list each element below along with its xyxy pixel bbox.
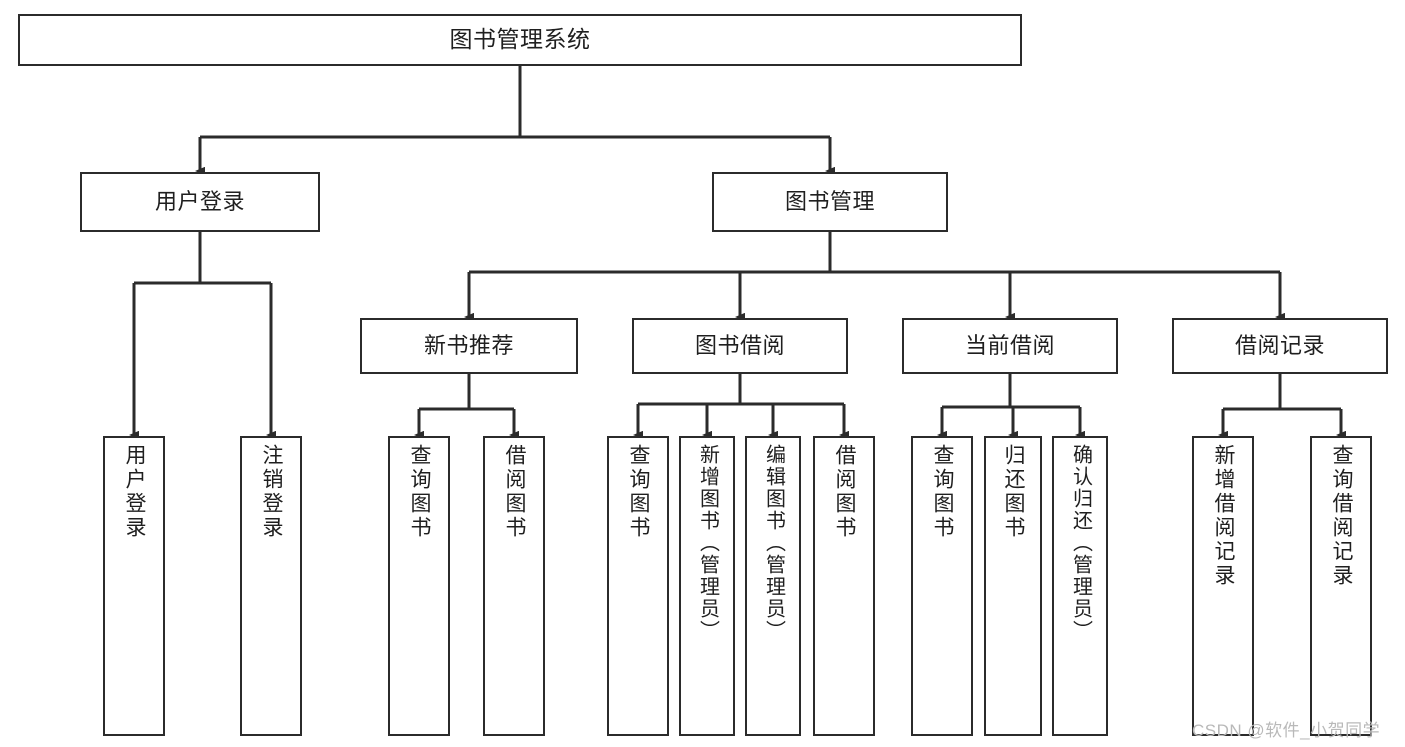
node-label-leaf-query-book-1: 查询图书 [408, 444, 432, 540]
node-label-leaf-confirm-return-admin: 确认归还（管理员） [1069, 444, 1092, 642]
node-label-root: 图书管理系统 [449, 26, 591, 53]
csdn-watermark: CSDN @软件_小贺同学 [1192, 721, 1381, 740]
node-user-login[interactable]: 用户登录 [80, 172, 320, 232]
node-root[interactable]: 图书管理系统 [18, 14, 1022, 66]
node-leaf-user-login[interactable]: 用户登录 [103, 436, 165, 736]
node-label-leaf-query-book-3: 查询图书 [931, 444, 955, 540]
node-leaf-confirm-return-admin[interactable]: 确认归还（管理员） [1052, 436, 1108, 736]
node-leaf-query-book-2[interactable]: 查询图书 [607, 436, 669, 736]
node-label-leaf-edit-book-admin: 编辑图书（管理员） [762, 444, 785, 642]
node-leaf-borrow-book-2[interactable]: 借阅图书 [813, 436, 875, 736]
node-borrow-record[interactable]: 借阅记录 [1172, 318, 1388, 374]
node-leaf-add-book-admin[interactable]: 新增图书（管理员） [679, 436, 735, 736]
node-leaf-add-borrow-record[interactable]: 新增借阅记录 [1192, 436, 1254, 736]
node-current-borrow[interactable]: 当前借阅 [902, 318, 1118, 374]
node-label-book-manage: 图书管理 [784, 189, 875, 215]
node-new-book-recommend[interactable]: 新书推荐 [360, 318, 578, 374]
node-label-book-borrow: 图书借阅 [694, 333, 785, 359]
node-book-borrow[interactable]: 图书借阅 [632, 318, 848, 374]
node-label-leaf-borrow-book-2: 借阅图书 [833, 444, 857, 540]
node-leaf-return-book[interactable]: 归还图书 [984, 436, 1042, 736]
node-label-leaf-borrow-book-1: 借阅图书 [503, 444, 527, 540]
node-leaf-query-borrow-record[interactable]: 查询借阅记录 [1310, 436, 1372, 736]
node-leaf-query-book-3[interactable]: 查询图书 [911, 436, 973, 736]
node-leaf-query-book-1[interactable]: 查询图书 [388, 436, 450, 736]
node-label-leaf-add-borrow-record: 新增借阅记录 [1212, 444, 1236, 588]
node-label-user-login: 用户登录 [154, 189, 245, 215]
node-book-manage[interactable]: 图书管理 [712, 172, 948, 232]
node-label-leaf-query-book-2: 查询图书 [627, 444, 651, 540]
node-label-leaf-user-login: 用户登录 [123, 444, 147, 540]
node-label-new-book-recommend: 新书推荐 [423, 333, 514, 359]
node-label-leaf-add-book-admin: 新增图书（管理员） [696, 444, 719, 642]
node-label-leaf-return-book: 归还图书 [1002, 444, 1026, 540]
node-label-current-borrow: 当前借阅 [964, 333, 1055, 359]
node-leaf-borrow-book-1[interactable]: 借阅图书 [483, 436, 545, 736]
node-leaf-edit-book-admin[interactable]: 编辑图书（管理员） [745, 436, 801, 736]
node-label-borrow-record: 借阅记录 [1234, 333, 1325, 359]
node-label-leaf-query-borrow-record: 查询借阅记录 [1330, 444, 1354, 588]
node-label-leaf-logout-login: 注销登录 [260, 444, 284, 540]
node-leaf-logout-login[interactable]: 注销登录 [240, 436, 302, 736]
